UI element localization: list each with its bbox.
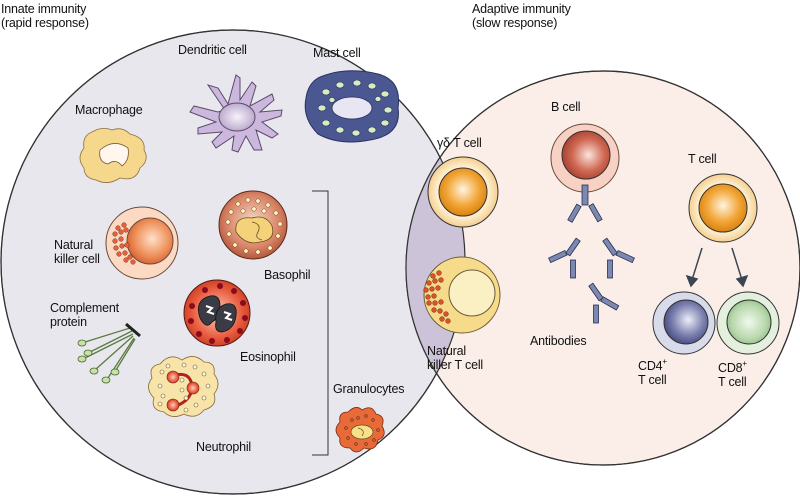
eosinophil-label: Eosinophil xyxy=(240,350,296,364)
differentiation-arrows xyxy=(685,247,749,288)
natural-killer-t-cell-icon xyxy=(423,256,501,334)
basophil-icon xyxy=(218,190,288,260)
adaptive-immunity-header: Adaptive immunity(slow response) xyxy=(472,2,571,30)
neutrophil-icon xyxy=(148,356,219,417)
mast-cell-label: Mast cell xyxy=(313,46,361,60)
mast-cell-icon xyxy=(304,70,400,143)
basophil-label: Basophil xyxy=(264,268,311,282)
macrophage-label: Macrophage xyxy=(75,103,143,117)
cd8-t-cell-label: CD8+T cell xyxy=(718,359,747,389)
b-cell-label: B cell xyxy=(551,100,581,114)
b-cell-icon xyxy=(550,123,620,193)
gamma-delta-t-cell-icon xyxy=(427,156,499,228)
dendritic-cell-label: Dendritic cell xyxy=(178,43,247,57)
antibodies-icon xyxy=(548,184,635,324)
eosinophil-icon xyxy=(183,279,251,347)
complement-protein-icon xyxy=(77,322,141,384)
natural-killer-cell-icon xyxy=(105,206,179,280)
granulocytes-bracket xyxy=(312,190,329,456)
gamma-delta-t-cell-label: γδ T cell xyxy=(437,136,482,150)
innate-immunity-header: Innate immunity(rapid response) xyxy=(1,2,89,30)
neutrophil-label: Neutrophil xyxy=(196,440,251,454)
t-cell-label: T cell xyxy=(688,152,717,166)
cd4-t-cell-label: CD4+T cell xyxy=(638,357,667,387)
cd8-t-cell-icon xyxy=(716,291,780,355)
granulocyte-icon xyxy=(335,407,385,453)
t-cell-icon xyxy=(688,173,758,243)
macrophage-icon xyxy=(79,128,147,183)
granulocytes-label: Granulocytes xyxy=(333,382,405,396)
cd4-t-cell-icon xyxy=(652,291,716,355)
antibodies-label: Antibodies xyxy=(530,334,587,348)
dendritic-cell-icon xyxy=(189,74,283,153)
